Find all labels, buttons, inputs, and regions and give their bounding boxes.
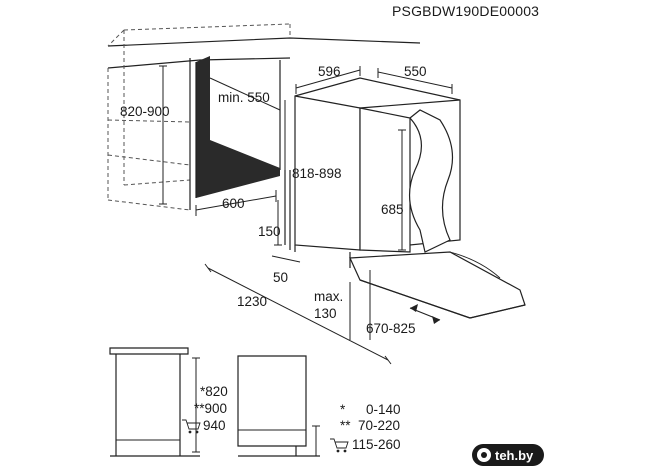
cabinet-niche (107, 23, 421, 211)
watermark-text: teh.by (495, 448, 534, 463)
watermark-logo: teh.by (472, 444, 544, 466)
legend-range-2: 70-220 (358, 418, 400, 433)
legend-range-1: 0-140 (366, 402, 401, 417)
dim-max-130: 130 (314, 306, 337, 321)
dim-door-685: 685 (381, 202, 404, 217)
dim-gap-150: 150 (258, 224, 281, 239)
legend-height-900: **900 (194, 401, 227, 416)
side-view-right (237, 355, 320, 457)
model-code: PSGBDW190DE00003 (392, 3, 539, 19)
niche-side-panel (195, 56, 280, 198)
legend-range-1-mark: * (340, 402, 346, 417)
dim-height-820-900: 820-900 (120, 104, 170, 119)
legend-height-940: 940 (203, 418, 226, 433)
dim-height-818-898: 818-898 (292, 166, 342, 181)
dishwasher-body (284, 77, 526, 319)
dim-min-550: min. 550 (218, 90, 270, 105)
cart-icon (182, 419, 201, 434)
cart-icon-2 (330, 438, 349, 453)
dim-depth-550: 550 (404, 64, 427, 79)
legend-range-2-mark: ** (340, 418, 351, 433)
dim-width-596: 596 (318, 64, 341, 79)
dim-gap-50: 50 (273, 270, 288, 285)
legend-range-3: 115-260 (352, 437, 401, 452)
dimension-lines (159, 65, 453, 365)
dim-length-1230: 1230 (237, 294, 267, 309)
dim-depth-600: 600 (222, 196, 245, 211)
dim-max-label: max. (314, 289, 343, 304)
dim-range-670-825: 670-825 (366, 321, 416, 336)
legend-height-820: *820 (200, 384, 228, 399)
side-view-left (109, 347, 200, 457)
